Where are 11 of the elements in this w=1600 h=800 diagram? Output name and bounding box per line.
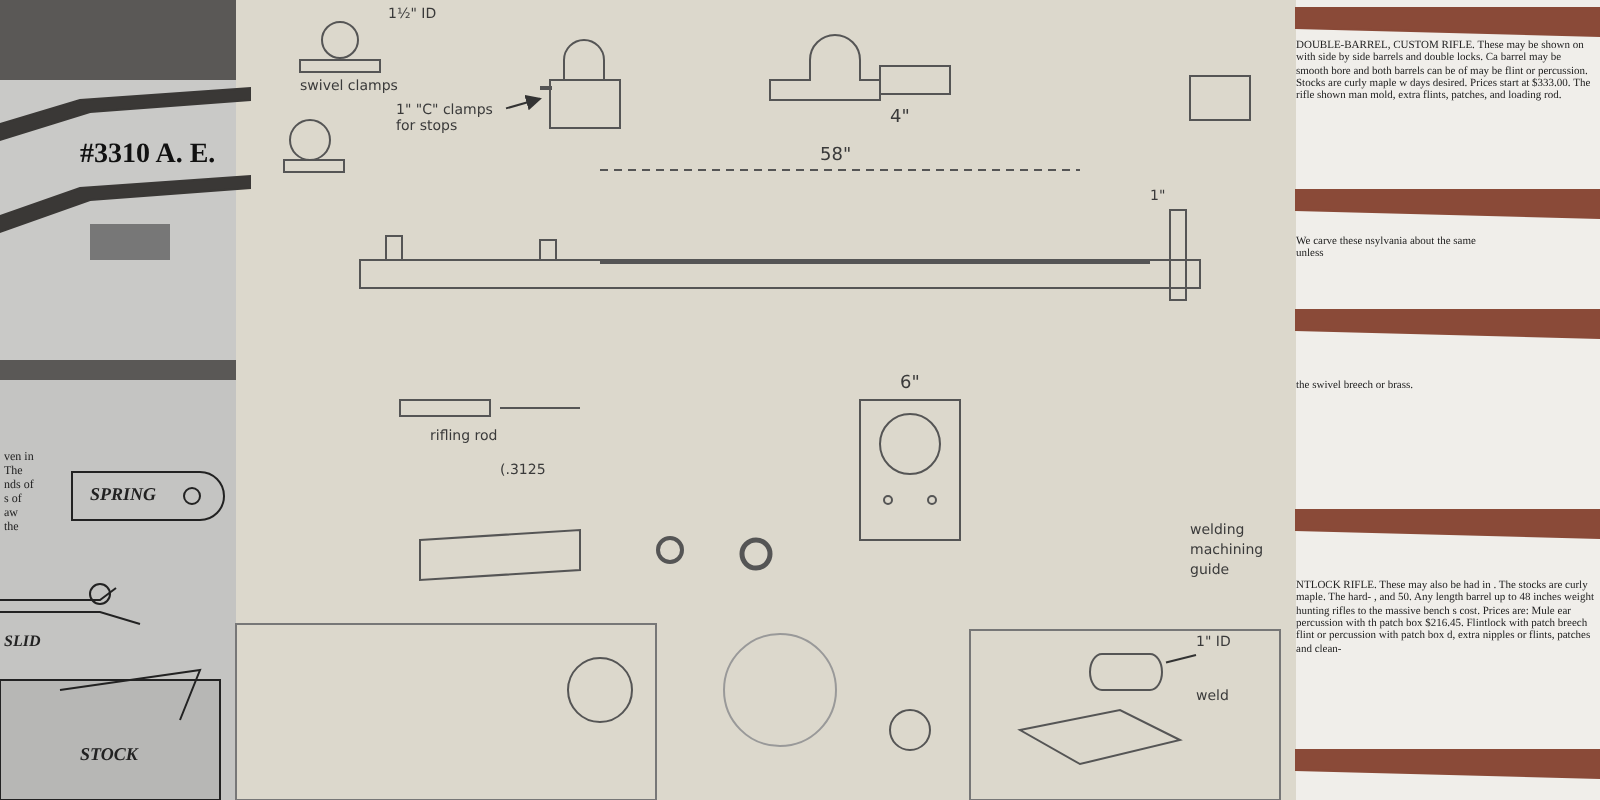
c-clamp-drawing: [540, 39, 621, 129]
dimension-label: 58": [820, 148, 854, 168]
dimension-label: 4": [890, 110, 912, 130]
leader-line: [1165, 654, 1197, 664]
catalog-caption: #3310 A. E.: [80, 140, 218, 172]
part-label: SPRING: [90, 484, 159, 504]
tube-drawing: [1089, 653, 1163, 691]
dimension-label: 6": [900, 376, 922, 396]
leader-line: [505, 94, 542, 111]
part-label: STOCK: [80, 744, 141, 764]
part-label: SLID: [4, 632, 43, 650]
